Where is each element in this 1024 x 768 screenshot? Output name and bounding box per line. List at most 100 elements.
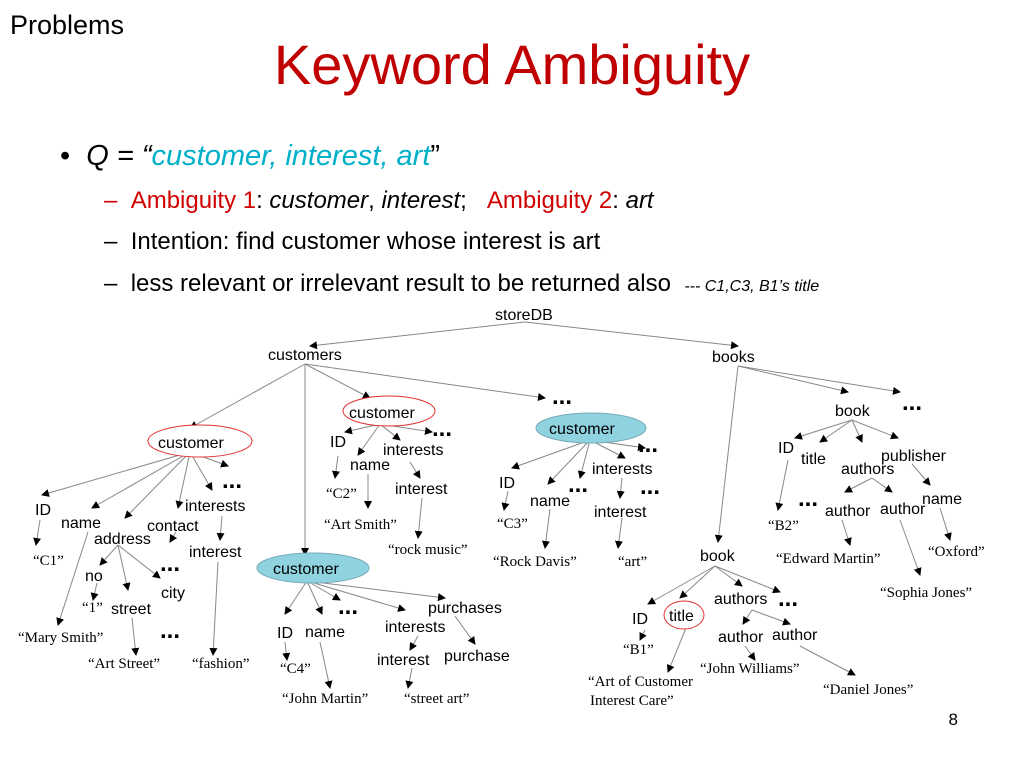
customer1-circle — [147, 424, 253, 458]
ellipsis: ... — [640, 473, 660, 500]
node-books: books — [712, 349, 755, 366]
node-b2-title: title — [801, 451, 826, 468]
node-c4-purchase: purchase — [444, 648, 510, 665]
node-b2-authors: authors — [841, 461, 894, 478]
node-b2-author-1: author — [825, 503, 871, 520]
node-c1-interest: interest — [189, 544, 242, 561]
node-customer-4: customer — [273, 561, 339, 578]
ellipsis: ... — [568, 471, 588, 498]
value-c2-name: “Art Smith” — [324, 517, 397, 533]
value-c4-name: “John Martin” — [282, 691, 368, 707]
node-b2-pubname: name — [922, 491, 962, 508]
ellipsis: ... — [778, 585, 798, 612]
node-c1-city: city — [161, 585, 185, 602]
ambiguity2-label: Ambiguity 2 — [486, 187, 613, 214]
query-suffix: ” — [430, 140, 441, 172]
value-c3-interest: “art” — [618, 554, 647, 570]
node-customer-3: customer — [549, 421, 615, 438]
node-b1-author-1: author — [718, 629, 764, 646]
ambiguity1-sep: : — [256, 187, 270, 214]
node-book-left: book — [700, 548, 736, 565]
node-storedb: storeDB — [495, 307, 553, 324]
node-c1-name: name — [61, 515, 101, 532]
dash: – — [104, 270, 131, 297]
node-c4-name: name — [305, 624, 345, 641]
bullet-query: • Q = “customer, interest, art” — [60, 140, 440, 173]
value-b1-author-2: “Daniel Jones” — [823, 682, 913, 698]
intention-text: Intention: find customer whose interest … — [130, 228, 601, 255]
query-prefix: Q = “ — [86, 140, 152, 172]
node-c2-interest: interest — [395, 481, 448, 498]
node-b2-publisher: publisher — [881, 448, 947, 465]
node-c3-interest: interest — [594, 504, 647, 521]
dash: – — [104, 187, 131, 214]
value-c4-interest: “street art” — [404, 691, 469, 707]
value-b1-title-line1: “Art of Customer — [588, 674, 693, 690]
node-c3-id: ID — [499, 475, 515, 492]
value-b1-title-line2: Interest Care” — [590, 693, 674, 709]
ambiguity2-sep: : — [612, 187, 626, 214]
value-c3-name: “Rock Davis” — [493, 554, 577, 570]
dash: – — [104, 228, 131, 255]
ellipsis: ... — [902, 389, 922, 416]
customer4-highlight — [256, 552, 370, 584]
node-b1-title: title — [669, 608, 694, 625]
sub-bullet-intention: – Intention: find customer whose interes… — [104, 228, 600, 256]
node-customer-1: customer — [158, 435, 224, 452]
value-b2-pubname: “Oxford” — [928, 544, 985, 560]
ambiguity1-label: Ambiguity 1 — [130, 187, 257, 214]
ambiguity1-word2: interest — [381, 187, 461, 214]
customer3-highlight — [535, 412, 647, 444]
node-c1-address: address — [94, 531, 151, 548]
value-c1-name: “Mary Smith” — [18, 630, 103, 646]
node-b1-id: ID — [632, 611, 648, 628]
node-c1-id: ID — [35, 502, 51, 519]
node-customer-2: customer — [349, 405, 415, 422]
node-c1-street: street — [111, 601, 152, 618]
node-c1-contact: contact — [147, 518, 199, 535]
node-c2-name: name — [350, 457, 390, 474]
ellipsis: ... — [222, 467, 242, 494]
sub-bullet-ambiguity: – Ambiguity 1: customer, interest; Ambig… — [104, 187, 654, 215]
customer2-circle — [342, 395, 436, 427]
node-c1-no: no — [85, 568, 103, 585]
book-title-circle — [663, 600, 705, 630]
value-c3-id: “C3” — [497, 516, 528, 532]
value-c1-street: “Art Street” — [88, 656, 160, 672]
ellipsis-marks: ... ... ... ... ... ... ... ... ... ... … — [160, 383, 922, 644]
value-c1-interest: “fashion” — [192, 656, 249, 672]
sub-bullet-irrelevant: – less relevant or irrelevant result to … — [104, 270, 819, 298]
node-c2-interests: interests — [383, 442, 443, 459]
node-c2-id: ID — [330, 434, 346, 451]
ambiguity1-word1: customer — [269, 187, 369, 214]
query-value: customer, interest, art — [151, 140, 431, 172]
ellipsis: ... — [638, 431, 658, 458]
value-c2-id: “C2” — [326, 486, 357, 502]
ellipsis: ... — [432, 415, 452, 442]
node-b1-author-2: author — [772, 627, 818, 644]
node-book-right: book — [835, 403, 871, 420]
node-labels: storeDB customers books customer ID name… — [35, 307, 962, 669]
value-b1-author-1: “John Williams” — [700, 661, 800, 677]
node-b2-id: ID — [778, 440, 794, 457]
page-number: 8 — [948, 710, 958, 729]
ambiguity1-comma: , — [368, 187, 382, 214]
node-c4-id: ID — [277, 625, 293, 642]
node-c3-name: name — [530, 493, 570, 510]
node-c4-interest: interest — [377, 652, 430, 669]
node-b1-authors: authors — [714, 591, 767, 608]
value-c1-id: “C1” — [33, 553, 64, 569]
value-b2-id: “B2” — [768, 518, 799, 534]
irrelevant-note: --- C1,C3, B1’s title — [684, 278, 820, 295]
node-c1-interests: interests — [185, 498, 245, 515]
ellipsis: ... — [798, 485, 818, 512]
node-c3-interests: interests — [592, 461, 652, 478]
bullet-dot: • — [60, 140, 87, 172]
ellipsis: ... — [160, 617, 180, 644]
ellipsis: ... — [552, 383, 572, 410]
value-c1-no: “1” — [82, 600, 103, 616]
node-customers: customers — [268, 347, 342, 364]
slide-title: Keyword Ambiguity — [273, 33, 751, 96]
node-c4-interests: interests — [385, 619, 445, 636]
